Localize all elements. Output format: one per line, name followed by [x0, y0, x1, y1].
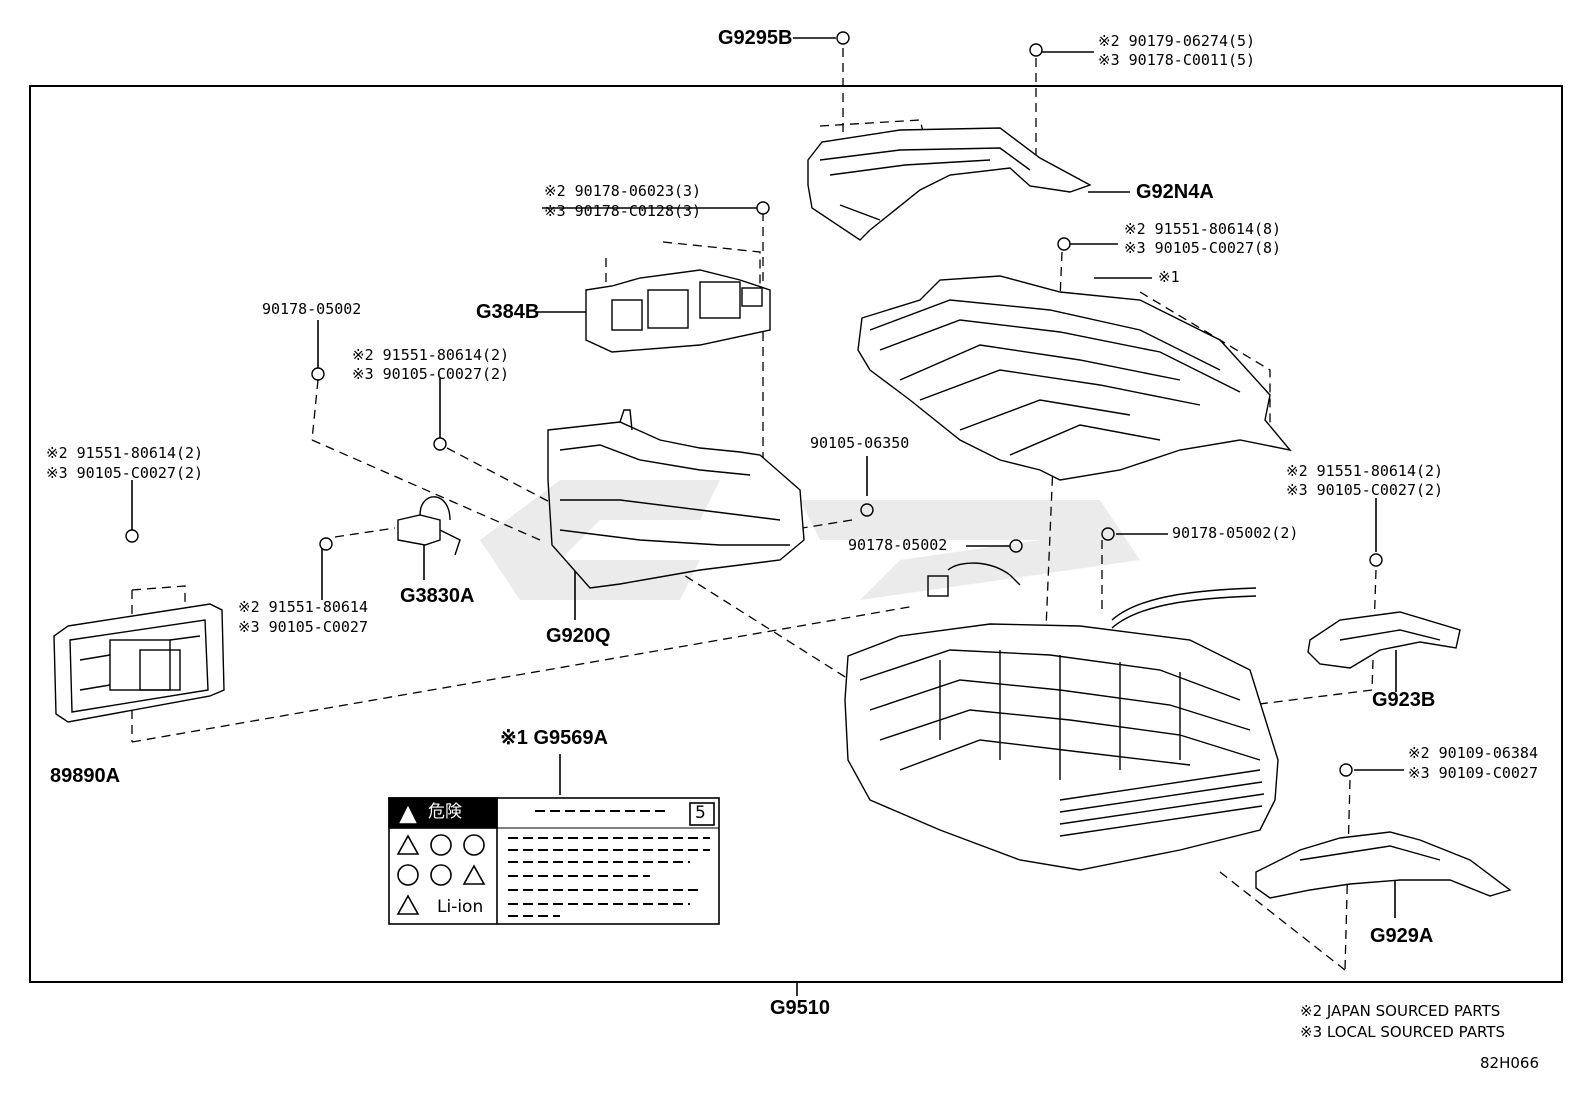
li-ion-text: Li-ion: [437, 897, 484, 917]
diagram-code: 82H066: [1480, 1054, 1539, 1072]
battery-top-cover: [857, 275, 1292, 481]
ecu-89890a: [53, 603, 225, 723]
callout-cover-bolt-japan[interactable]: ※2 91551-80614(8): [1124, 220, 1282, 238]
callout-g384b-nut-japan[interactable]: ※2 90178-06023(3): [544, 182, 702, 200]
callout-bolt-right-japan[interactable]: ※2 91551-80614(2): [1286, 462, 1444, 480]
callout-bolt-mid-local[interactable]: ※3 90105-C0027(2): [352, 365, 510, 383]
callout-cover-bolt-local[interactable]: ※3 90105-C0027(8): [1124, 239, 1282, 257]
callout-bolt-06350[interactable]: 90105-06350: [810, 434, 910, 452]
warning-number: 5: [695, 803, 706, 823]
assembly-frame: [29, 85, 1563, 983]
label-g929a[interactable]: G929A: [1370, 925, 1434, 947]
bracket-g920q: [547, 409, 805, 589]
sensor-g3830a: [397, 496, 461, 556]
callout-nut-05002-center[interactable]: 90178-05002: [848, 536, 948, 554]
label-g923b[interactable]: G923B: [1372, 689, 1436, 711]
callout-bolt-g929-local[interactable]: ※3 90109-C0027: [1408, 764, 1538, 782]
callout-bolt-left-local[interactable]: ※3 90105-C0027(2): [46, 464, 204, 482]
label-g92n4a[interactable]: G92N4A: [1136, 181, 1214, 203]
note-local-sourced: ※3 LOCAL SOURCED PARTS: [1300, 1023, 1505, 1041]
callout-bolt-left-japan[interactable]: ※2 91551-80614(2): [46, 444, 204, 462]
battery-module: [844, 623, 1279, 871]
callout-bolt-mid-japan[interactable]: ※2 91551-80614(2): [352, 346, 510, 364]
junction-block-g384b: [585, 269, 771, 353]
label-g9295b[interactable]: G9295B: [718, 27, 793, 49]
callout-top-nut-local[interactable]: ※3 90178-C0011(5): [1098, 51, 1256, 69]
callout-nut-05002-right[interactable]: 90178-05002(2): [1172, 524, 1299, 542]
bracket-g923b: [1307, 611, 1461, 669]
fasteners: [125, 31, 1383, 777]
bracket-g929a: [1255, 831, 1512, 899]
callout-g384b-nut-local[interactable]: ※3 90178-C0128(3): [544, 202, 702, 220]
warning-label-g9569a: [388, 797, 720, 925]
label-g9569a[interactable]: ※1 G9569A: [500, 727, 608, 749]
note-japan-sourced: ※2 JAPAN SOURCED PARTS: [1300, 1002, 1501, 1020]
callout-bolt-right-local[interactable]: ※3 90105-C0027(2): [1286, 481, 1444, 499]
label-mark1: ※1: [1158, 268, 1180, 286]
label-g9510[interactable]: G9510: [770, 997, 831, 1019]
callout-top-nut-japan[interactable]: ※2 90179-06274(5): [1098, 32, 1256, 50]
callout-bolt-g3830-japan[interactable]: ※2 91551-80614: [238, 598, 368, 616]
callout-nut-05002-left[interactable]: 90178-05002: [262, 300, 362, 318]
bus-bar-right: [1111, 587, 1257, 629]
warning-header-text: 危険: [428, 802, 462, 822]
label-g3830a[interactable]: G3830A: [400, 585, 475, 607]
callout-bolt-g929-japan[interactable]: ※2 90109-06384: [1408, 744, 1538, 762]
wire-harness-center: [927, 562, 1021, 597]
callout-bolt-g3830-local[interactable]: ※3 90105-C0027: [238, 618, 368, 636]
label-g384b[interactable]: G384B: [476, 301, 540, 323]
upper-cover-g92n4a: [807, 127, 1092, 241]
label-g920q[interactable]: G920Q: [546, 625, 611, 647]
label-89890a[interactable]: 89890A: [50, 765, 121, 787]
watermark-logo: [480, 480, 1140, 600]
